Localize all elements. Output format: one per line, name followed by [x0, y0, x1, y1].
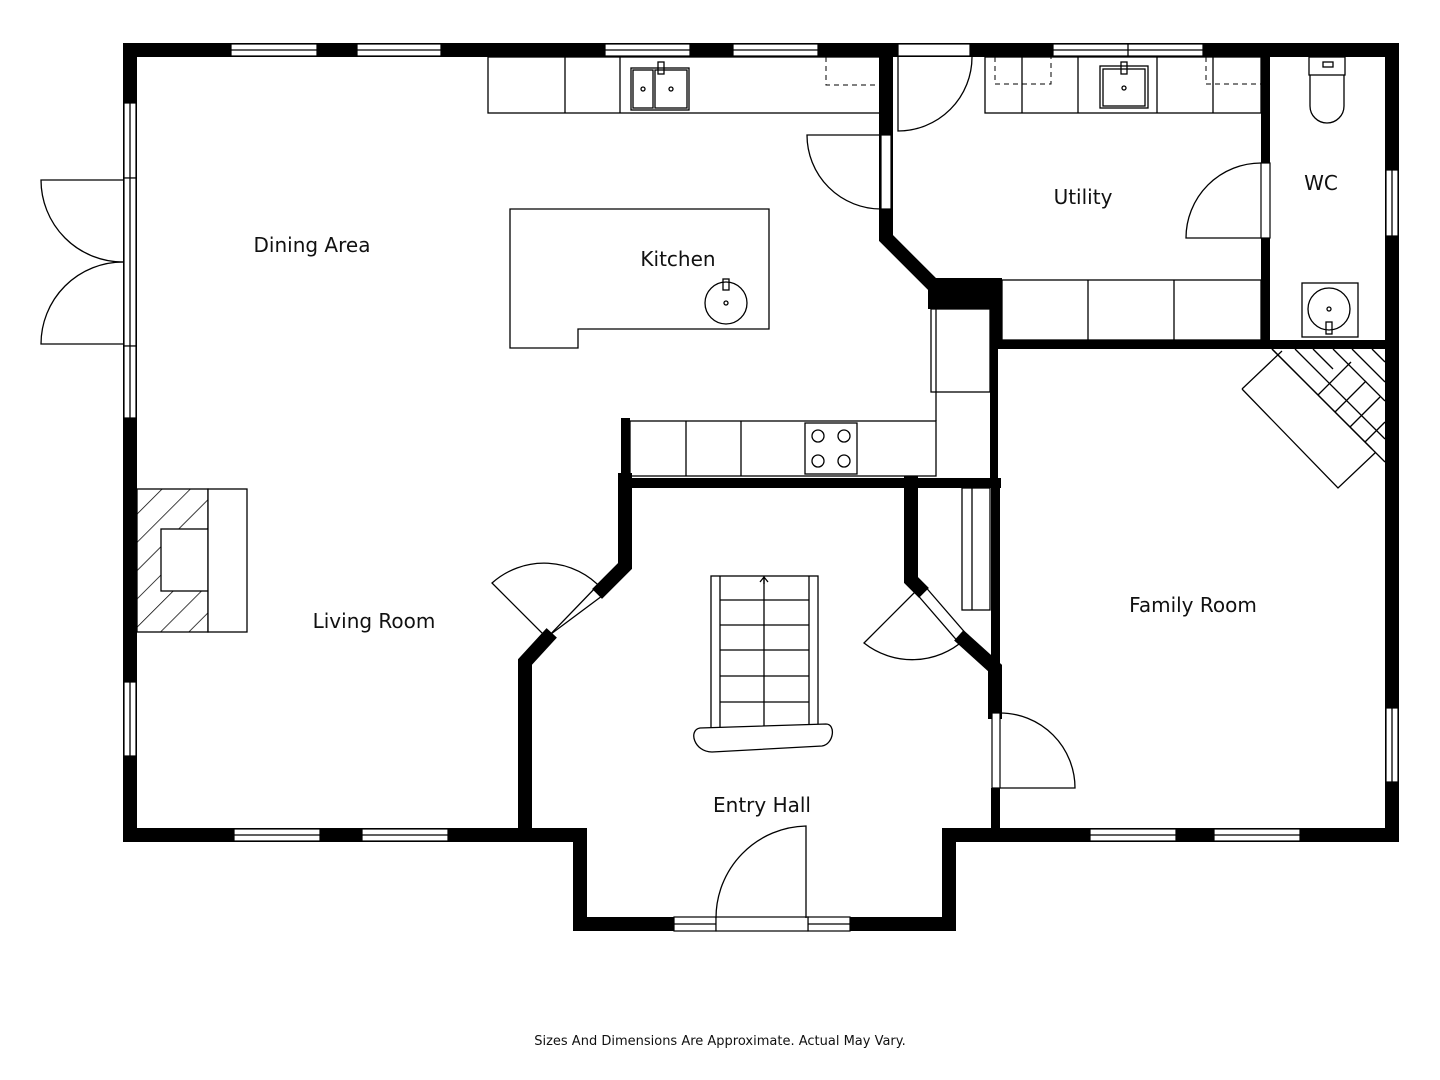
entry-stairs	[693, 575, 833, 753]
room-label-living-room: Living Room	[313, 609, 436, 633]
utility-fixtures	[984, 56, 1262, 341]
room-label-utility: Utility	[1054, 185, 1113, 209]
windows-top	[230, 43, 1204, 57]
disclaimer-text: Sizes And Dimensions Are Approximate. Ac…	[534, 1034, 906, 1049]
room-label-family-room: Family Room	[1129, 593, 1257, 617]
room-label-kitchen: Kitchen	[640, 247, 715, 271]
windows-bottom	[233, 828, 1301, 932]
windows-left	[123, 102, 137, 757]
windows-right	[1385, 169, 1399, 783]
room-label-entry-hall: Entry Hall	[713, 793, 811, 817]
closet-shelf	[961, 487, 991, 611]
wc-fixtures	[1301, 56, 1359, 338]
fireplace	[136, 488, 248, 633]
room-label-dining-area: Dining Area	[254, 233, 371, 257]
family-stairs	[1241, 348, 1386, 489]
doors	[40, 56, 1271, 919]
kitchen-fixtures	[487, 56, 991, 477]
room-label-wc: WC	[1304, 171, 1338, 195]
